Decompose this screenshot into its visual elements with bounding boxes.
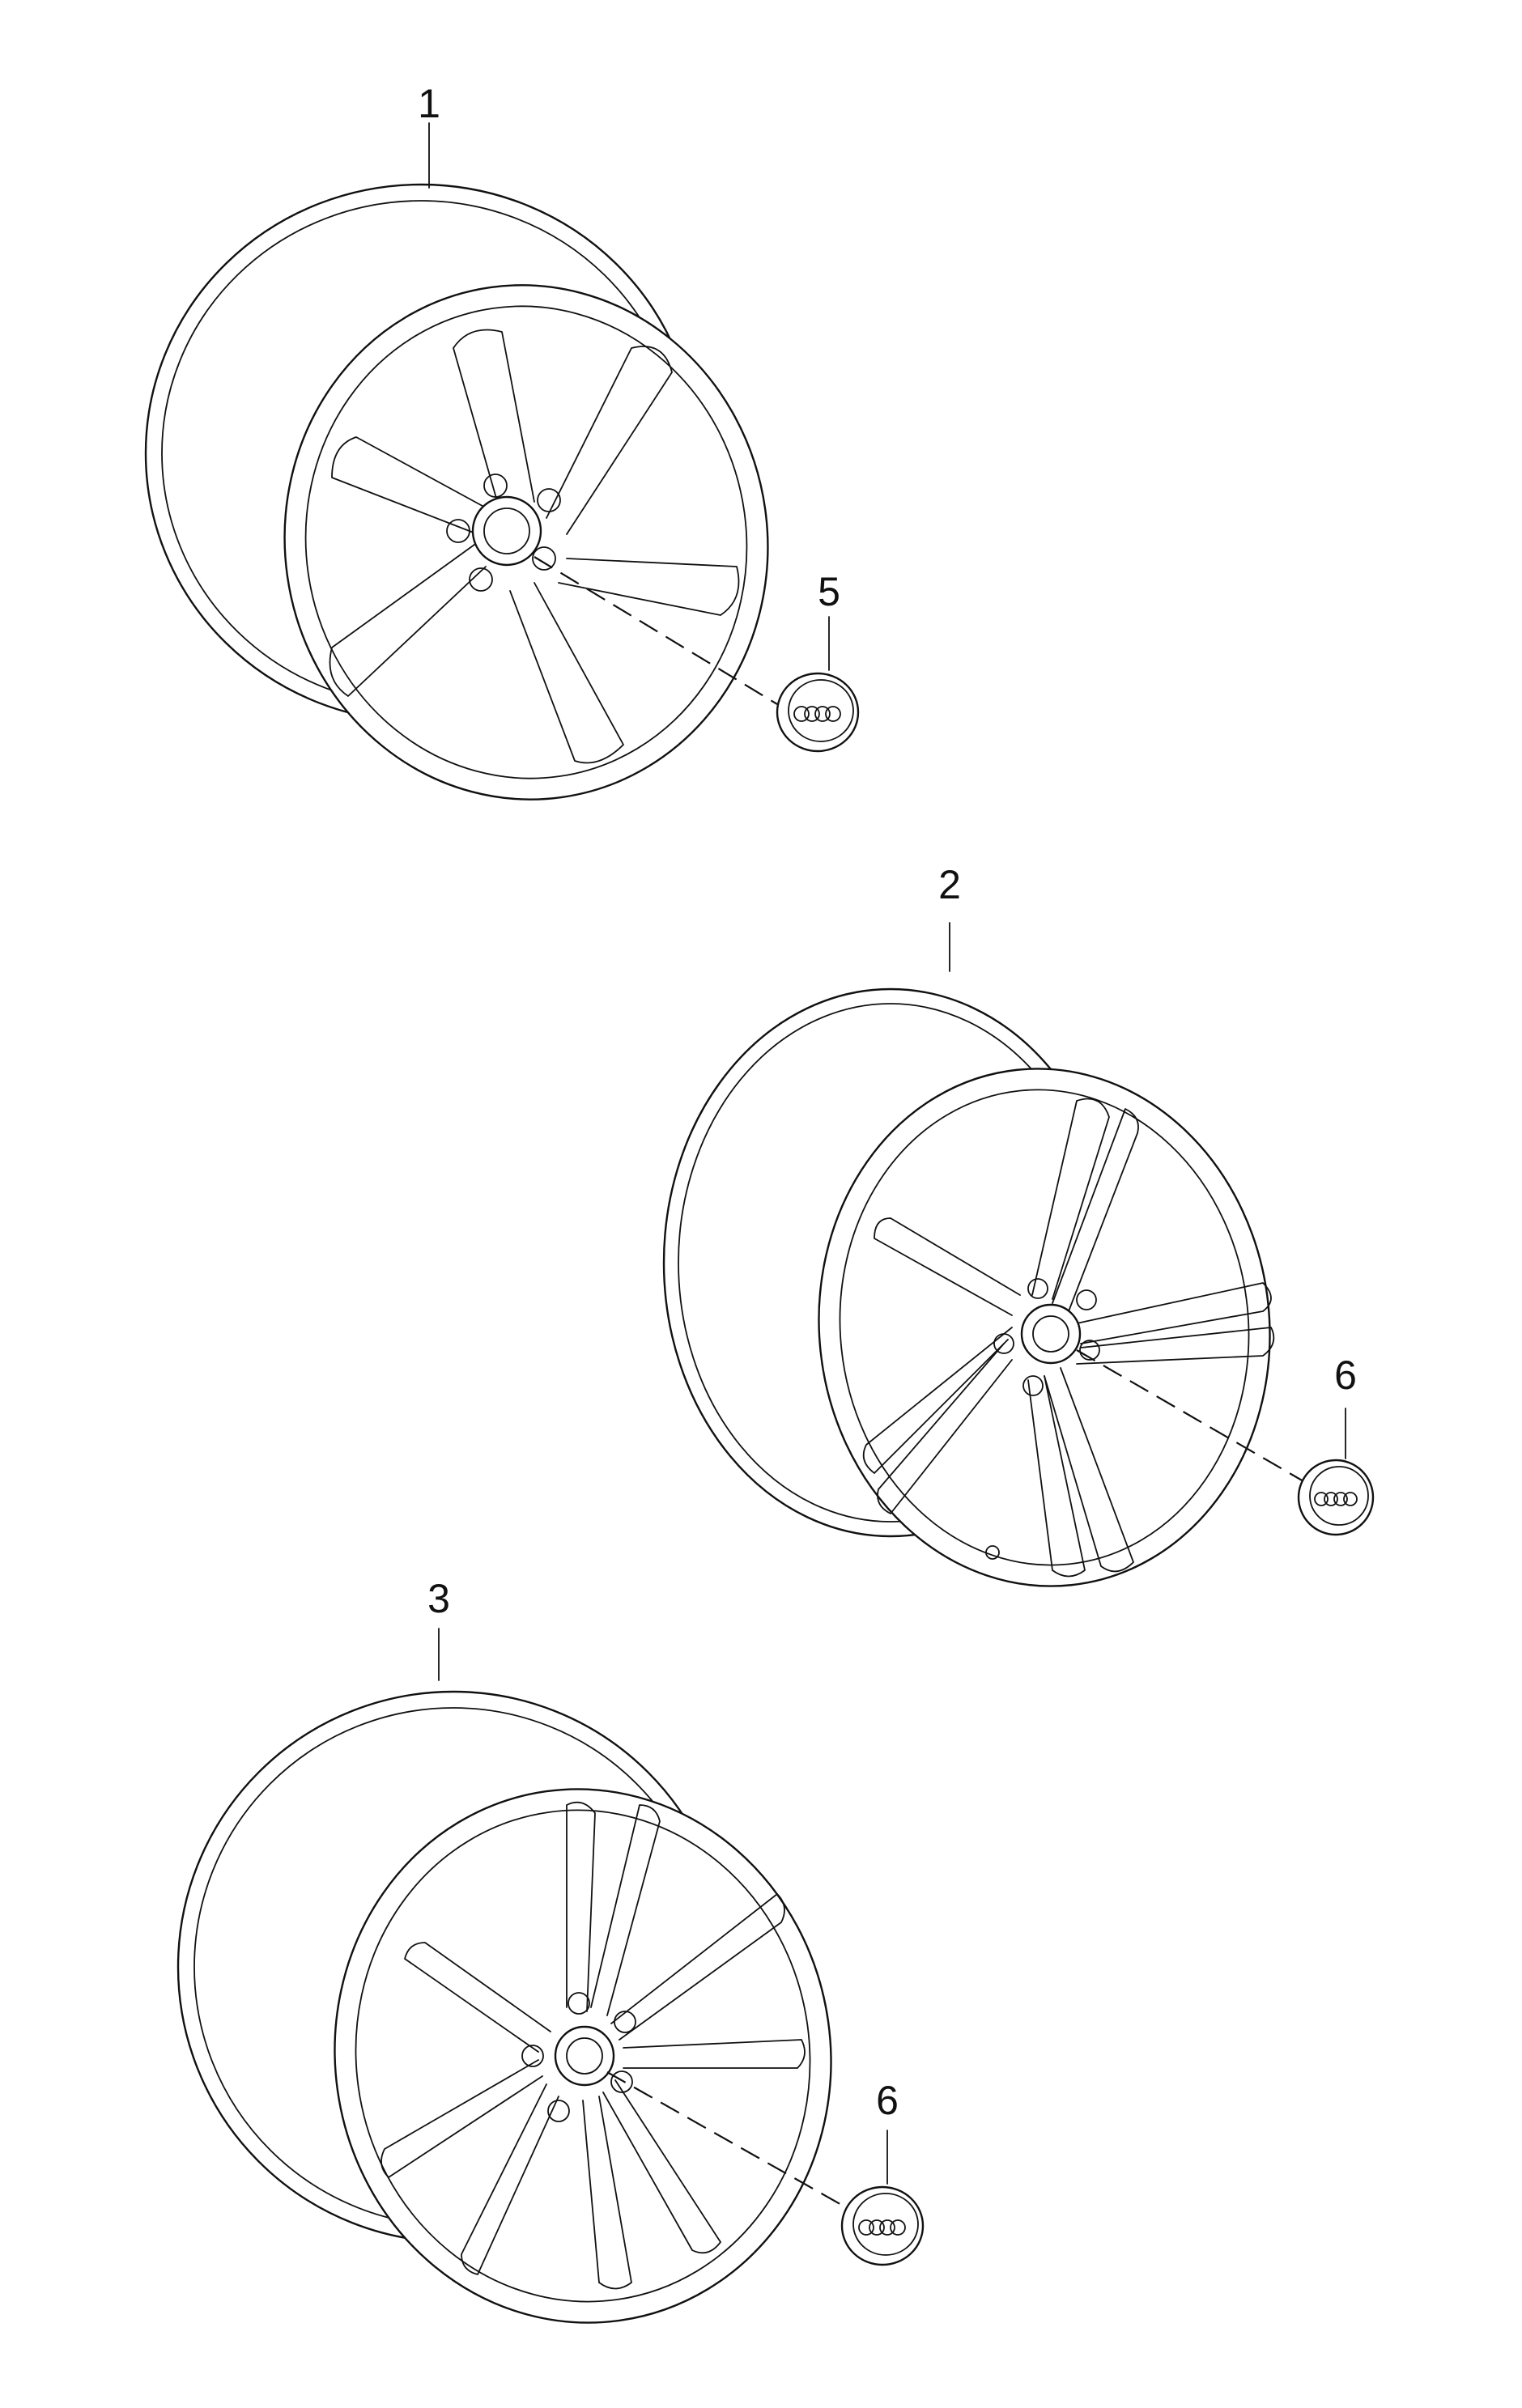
- callout-6a: 6: [1334, 1353, 1357, 1398]
- wheel-center-cap-icon: [776, 672, 860, 753]
- callout-1: 1: [418, 81, 440, 126]
- wheel-3-seven-double-spoke: [176, 1690, 832, 2324]
- wheel-1-five-spoke: [144, 183, 769, 801]
- wheel-2-five-double-spoke: [662, 987, 1275, 1587]
- wheel-center-cap-icon: [1297, 1459, 1375, 1536]
- callout-2: 2: [938, 862, 961, 907]
- wheel-center-cap-icon: [840, 2185, 925, 2266]
- callout-3: 3: [427, 1576, 450, 1621]
- axis-line-1: [534, 556, 778, 705]
- callout-6b: 6: [876, 2078, 899, 2123]
- callout-5: 5: [818, 569, 840, 614]
- axis-line-3: [606, 2071, 851, 2211]
- axis-line-2: [1076, 1349, 1304, 1482]
